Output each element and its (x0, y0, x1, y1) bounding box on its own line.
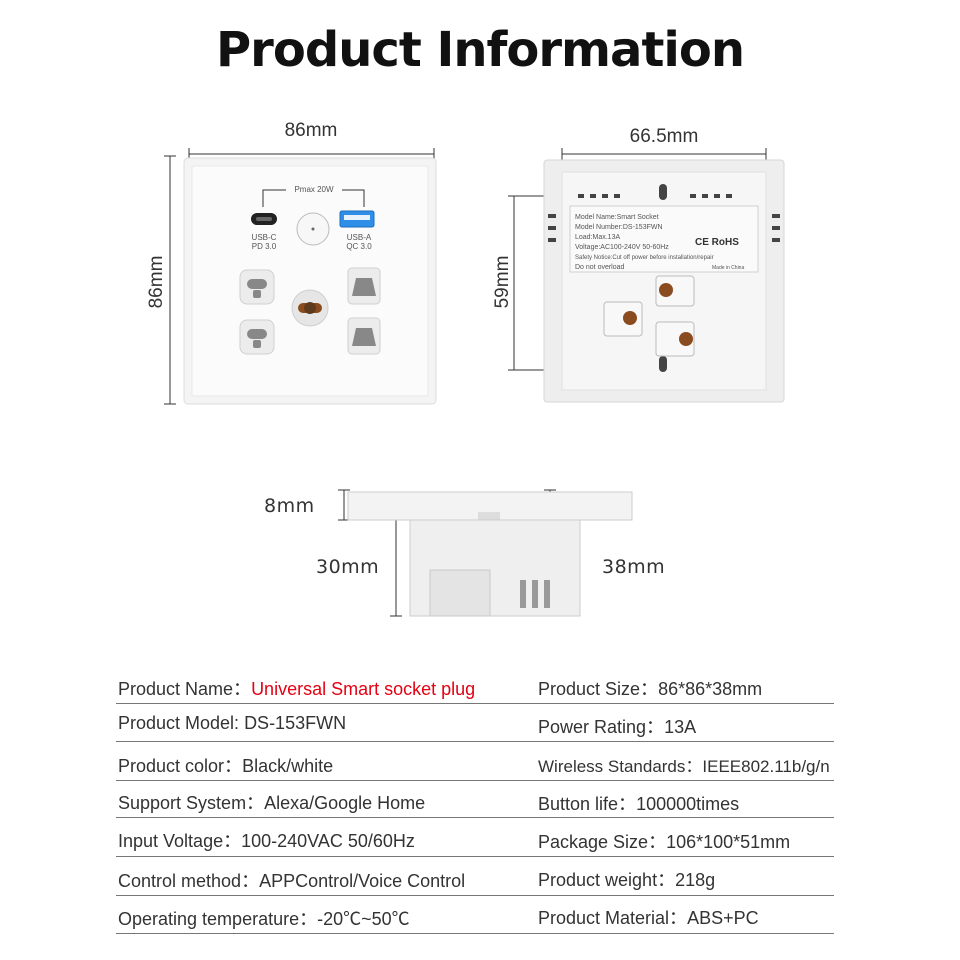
spec-product-material: Product Material：ABS+PC (538, 908, 759, 928)
spec-support-system: Support System：Alexa/Google Home (118, 793, 426, 813)
table-divider (116, 703, 834, 704)
side-body-dim: 30mm (316, 556, 379, 578)
back-height-dim: 59mm (492, 256, 513, 309)
usb-c-sub: PD 3.0 (252, 242, 277, 251)
side-body (409, 519, 581, 617)
table-divider (116, 780, 834, 781)
front-height-dim: 86mm (146, 256, 167, 309)
table-divider (116, 741, 834, 742)
spec-product-weight: Product weight：218g (538, 870, 716, 890)
page-title: Product Information (216, 22, 745, 78)
pmax-label: Pmax 20W (294, 185, 334, 194)
back-label (569, 205, 759, 273)
outlet-top-right (347, 267, 381, 305)
label-line3: Load:Max.13A (575, 234, 620, 241)
label-line1: Model Name:Smart Socket (575, 214, 659, 221)
outlet-bottom-right (347, 317, 381, 355)
label-line6: Do not overload (575, 264, 625, 271)
label-line5: Safety Notice:Cut off power before insta… (575, 255, 714, 261)
touch-button (296, 212, 330, 246)
spec-control-method: Control method：APPControl/Voice Control (118, 871, 466, 891)
spec-package-size: Package Size：106*100*51mm (538, 832, 791, 852)
side-plate (347, 491, 633, 521)
label-line2: Model Number:DS-153FWN (575, 224, 663, 231)
spec-input-voltage: Input Voltage：100-240VAC 50/60Hz (118, 831, 415, 851)
outlet-bottom-left (239, 319, 275, 355)
label-line4: Voltage:AC100-240V 50-60Hz (575, 244, 669, 251)
front-width-dim: 86mm (285, 120, 338, 141)
outlet-top-left (239, 269, 275, 305)
table-divider (116, 895, 834, 896)
table-divider (116, 933, 834, 934)
usb-a-label: USB-A (347, 233, 372, 242)
spec-product-size: Product Size：86*86*38mm (538, 679, 763, 699)
label-made-in: Made in China (712, 265, 744, 271)
usb-a-port (339, 210, 375, 228)
spec-product-color: Product color：Black/white (118, 756, 334, 776)
spec-operating-temperature: Operating temperature：-20℃~50℃ (118, 909, 410, 929)
cert-marks: CE RoHS (695, 237, 739, 248)
front-panel (183, 157, 437, 405)
spec-button-life: Button life：100000times (538, 794, 740, 814)
spec-product-name: Product Name：Universal Smart socket plug (118, 679, 476, 699)
back-plate (543, 159, 785, 403)
outlet-center (291, 289, 329, 327)
side-total-dim: 38mm (602, 556, 665, 578)
usb-c-port (251, 213, 277, 225)
usb-c-label: USB-C (252, 233, 277, 242)
terminal-block (603, 275, 695, 357)
spec-power-rating: Power Rating：13A (538, 717, 697, 737)
spec-product-model: Product Model: DS-153FWN (118, 713, 347, 733)
table-divider (116, 817, 834, 818)
usb-a-sub: QC 3.0 (346, 242, 372, 251)
spec-wireless-standards: Wireless Standards：IEEE802.11b/g/n (538, 757, 830, 776)
side-plate-dim: 8mm (264, 495, 315, 517)
back-width-dim: 66.5mm (630, 126, 699, 147)
table-divider (116, 856, 834, 857)
